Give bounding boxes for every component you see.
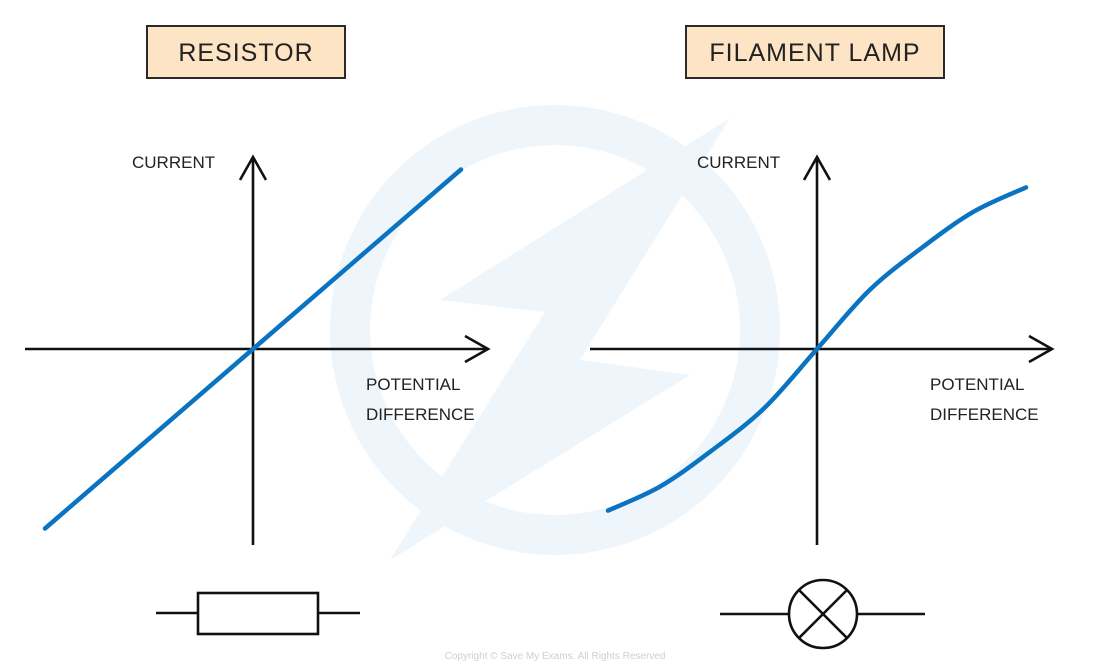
filament-lamp-x-axis-label-line1: POTENTIAL	[930, 375, 1024, 394]
filament-lamp-y-axis-arrowhead-icon	[802, 154, 832, 181]
panel-filament-lamp: FILAMENT LAMP CURRENT POTENTIAL DIFFEREN…	[590, 25, 1055, 650]
filament-lamp-x-axis-arrowhead-icon	[1028, 334, 1055, 364]
resistor-title-box: RESISTOR	[146, 25, 346, 79]
lamp-symbol-icon	[720, 578, 925, 650]
copyright-watermark-text: Copyright © Save My Exams. All Rights Re…	[445, 651, 666, 662]
filament-lamp-x-axis-label-line2: DIFFERENCE	[930, 405, 1039, 424]
resistor-symbol-icon	[156, 591, 360, 636]
resistor-x-axis-arrowhead-icon	[464, 334, 491, 364]
filament-lamp-title: FILAMENT LAMP	[709, 39, 920, 67]
filament-lamp-iv-curve	[605, 185, 1029, 513]
resistor-y-axis-arrowhead-icon	[238, 154, 268, 181]
watermark-logo-icon	[330, 105, 780, 560]
resistor-y-axis-label: CURRENT	[132, 153, 215, 172]
resistor-x-axis-label-line1: POTENTIAL	[366, 375, 460, 394]
filament-lamp-title-box: FILAMENT LAMP	[685, 25, 945, 79]
resistor-x-axis-label-line2: DIFFERENCE	[366, 405, 475, 424]
panel-resistor: RESISTOR CURRENT POTENTIAL DIFFERENCE	[25, 25, 491, 636]
filament-lamp-y-axis-label: CURRENT	[697, 153, 780, 172]
resistor-title: RESISTOR	[178, 39, 313, 67]
resistor-iv-line	[42, 167, 464, 531]
